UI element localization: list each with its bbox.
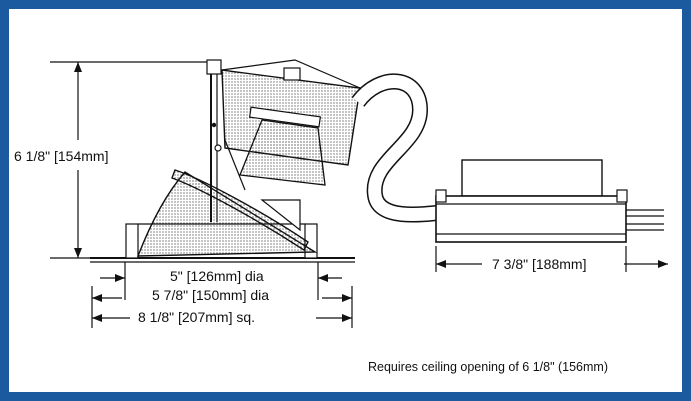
trim-dimension: 5 7/8" [150mm] dia	[91, 286, 353, 328]
frame-label: 8 1/8" [207mm] sq.	[138, 309, 255, 325]
height-label: 6 1/8" [154mm]	[14, 148, 108, 164]
aperture-label: 5" [126mm] dia	[170, 268, 264, 284]
trim-label: 5 7/8" [150mm] dia	[152, 287, 269, 303]
frame-dimension: 8 1/8" [207mm] sq.	[92, 309, 352, 325]
reflector-cone	[136, 169, 318, 257]
aperture-dimension: 5" [126mm] dia	[100, 262, 342, 300]
junction-box	[435, 159, 664, 243]
junction-box-label: 7 3/8" [188mm]	[492, 256, 586, 272]
flex-conduit	[351, 73, 446, 223]
lamp-housing	[221, 59, 361, 186]
junction-box-dimension: 7 3/8" [188mm]	[435, 246, 668, 272]
ceiling-opening-note: Requires ceiling opening of 6 1/8" (156m…	[368, 360, 608, 374]
